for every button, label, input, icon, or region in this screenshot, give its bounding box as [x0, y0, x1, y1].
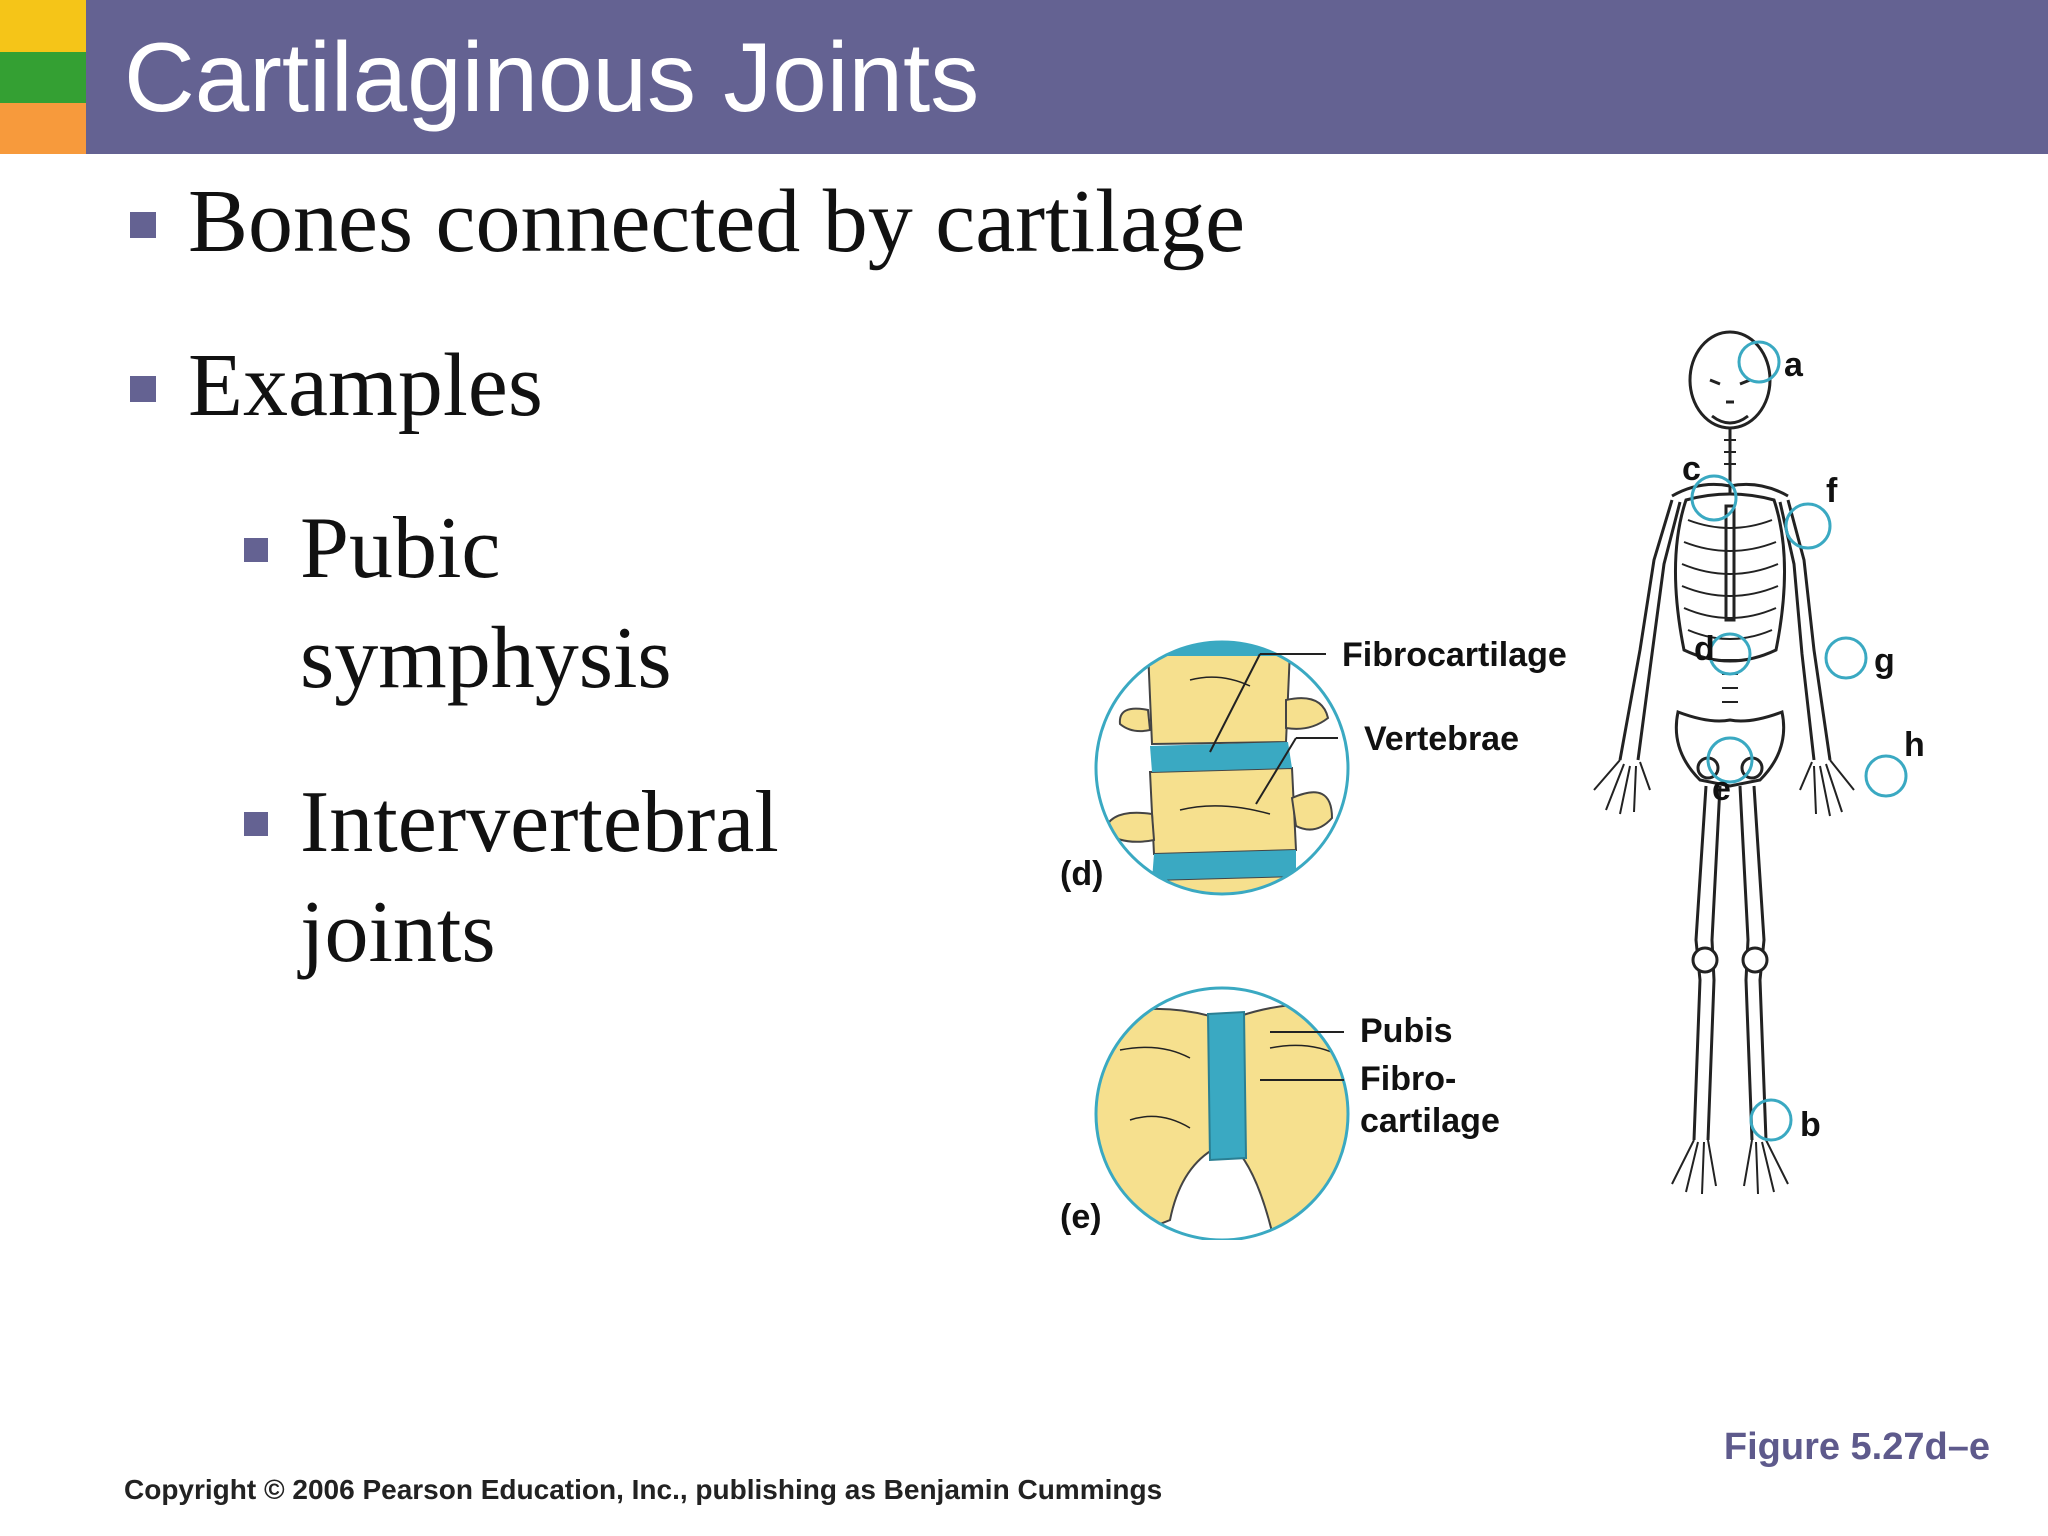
label-pubis: Pubis	[1360, 1012, 1453, 1050]
marker-c: c	[1682, 450, 1701, 488]
bullet-line: symphysis	[300, 610, 672, 707]
bullet-line: Intervertebral	[300, 774, 779, 871]
panel-e-ring	[1094, 986, 1350, 1240]
cartilaginous-joints-figure: (d) Fibrocartilage Vertebrae (e) Pubis F…	[1060, 330, 1925, 1240]
marker-f: f	[1826, 472, 1838, 510]
bullet-line: Pubic	[300, 500, 501, 597]
panel-e-tag: (e)	[1060, 1198, 1102, 1236]
label-vertebrae: Vertebrae	[1364, 720, 1519, 758]
panel-d-intervertebral: (d) Fibrocartilage Vertebrae	[1060, 636, 1567, 896]
copyright-notice: Copyright © 2006 Pearson Education, Inc.…	[124, 1474, 1163, 1505]
bullet-square-icon	[130, 376, 156, 402]
marker-g: g	[1874, 642, 1895, 680]
marker-b: b	[1800, 1106, 1821, 1144]
bullet-text: Examples	[188, 336, 543, 435]
bullet-square-icon	[244, 812, 268, 836]
panel-d-tag: (d)	[1060, 855, 1103, 893]
bullet-intervertebral-joints: Intervertebral joints	[244, 768, 779, 988]
bullet-square-icon	[130, 212, 156, 238]
label-cartilage: cartilage	[1360, 1102, 1500, 1140]
bullet-bones-connected: Bones connected by cartilage	[130, 168, 1246, 276]
title-bar	[86, 0, 2048, 154]
marker-a: a	[1784, 346, 1804, 384]
accent-orange-block	[0, 103, 86, 154]
bullet-square-icon	[244, 538, 268, 562]
accent-green-block	[0, 52, 86, 103]
marker-h: h	[1904, 726, 1925, 764]
accent-yellow-block	[0, 0, 86, 52]
label-fibro: Fibro-	[1360, 1060, 1456, 1098]
panel-e-pubic-symphysis: (e) Pubis Fibro- cartilage	[1060, 986, 1500, 1240]
bullet-examples: Examples	[130, 332, 543, 440]
bullet-text: Bones connected by cartilage	[188, 172, 1246, 271]
bullet-pubic-symphysis: Pubic symphysis	[244, 494, 672, 714]
skeleton-illustration: a b c d e f g h	[1593, 330, 1925, 1195]
label-fibrocartilage: Fibrocartilage	[1342, 636, 1567, 674]
marker-d: d	[1694, 630, 1715, 668]
figure-number: Figure 5.27d–e	[1723, 1426, 1990, 1468]
bullet-line: joints	[300, 884, 496, 981]
slide-title: Cartilaginous Joints	[124, 22, 980, 132]
panel-d-ring	[1094, 640, 1350, 896]
marker-e: e	[1712, 770, 1731, 808]
